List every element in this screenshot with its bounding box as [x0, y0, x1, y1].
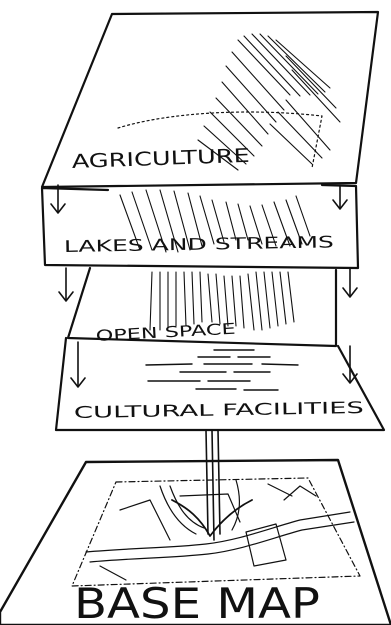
arrow-down-icon	[342, 267, 358, 298]
layer-label-open-space: OPEN SPACE	[95, 320, 236, 345]
layer-label-cultural-facilities: CULTURAL FACILITIES	[74, 398, 364, 422]
layer-base-map: BASE MAP	[0, 458, 391, 625]
lakes-hatching	[119, 189, 311, 253]
arrow-down-icon	[70, 341, 86, 388]
arrow-down-icon	[58, 267, 74, 302]
open-space-hatching	[149, 271, 295, 331]
layer-label-lakes-and-streams: LAKES AND STREAMS	[64, 232, 334, 256]
base-map-label: BASE MAP	[74, 579, 320, 625]
agriculture-hatching	[197, 33, 341, 171]
base-map-roads	[85, 479, 355, 581]
layer-lakes-and-streams: LAKES AND STREAMS	[40, 183, 360, 270]
projection-lines	[205, 429, 221, 541]
layer-open-space: OPEN SPACE	[66, 266, 338, 348]
cultural-facilities-dashes	[145, 349, 299, 391]
layer-label-agriculture: AGRICULTURE	[71, 145, 250, 173]
arrow-down-icon	[50, 184, 66, 214]
arrow-down-icon	[332, 184, 348, 210]
layer-agriculture: AGRICULTURE	[40, 10, 380, 189]
arrow-down-icon	[342, 345, 358, 384]
down-arrows	[50, 184, 358, 388]
layer-cultural-facilities: CULTURAL FACILITIES	[54, 336, 386, 432]
